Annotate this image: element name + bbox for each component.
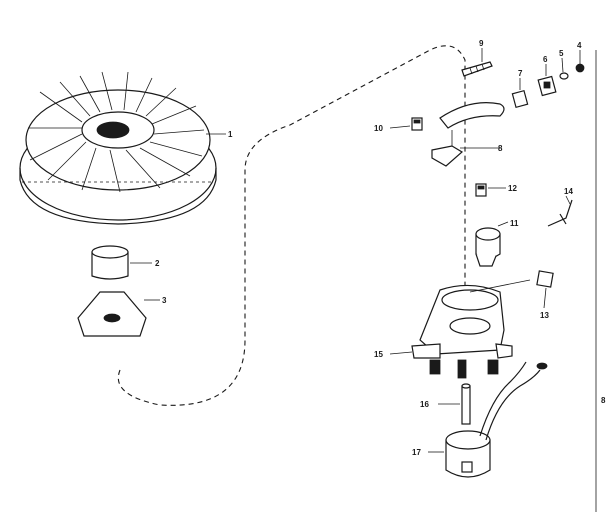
callout-3: 3 bbox=[162, 296, 167, 305]
callout-14: 14 bbox=[564, 187, 573, 196]
part-bushing[interactable]: 2 bbox=[91, 245, 160, 280]
part-housing-15[interactable]: 15 bbox=[374, 279, 531, 379]
part-washer-5[interactable]: 5 bbox=[559, 49, 569, 80]
callout-15: 15 bbox=[374, 350, 383, 359]
callout-group-8: 8 bbox=[601, 396, 606, 405]
part-screw-10[interactable]: 10 bbox=[374, 117, 423, 133]
callout-12: 12 bbox=[508, 184, 517, 193]
part-spring-14[interactable]: 14 bbox=[547, 187, 573, 227]
callout-13: 13 bbox=[540, 311, 549, 320]
callout-1: 1 bbox=[228, 130, 233, 139]
callout-4: 4 bbox=[577, 41, 582, 50]
callout-6: 6 bbox=[543, 55, 548, 64]
callout-5: 5 bbox=[559, 49, 564, 58]
callout-16: 16 bbox=[420, 400, 429, 409]
part-coil-17[interactable]: 17 bbox=[412, 361, 548, 478]
part-clip-7[interactable]: 7 bbox=[511, 69, 529, 109]
part-cover-13[interactable]: 13 bbox=[536, 270, 554, 320]
part-block-6[interactable]: 6 bbox=[537, 55, 557, 97]
callout-17: 17 bbox=[412, 448, 421, 457]
part-condenser-11[interactable]: 11 bbox=[475, 219, 519, 267]
part-screw-9[interactable]: 9 bbox=[461, 39, 493, 77]
group-bracket: 8 bbox=[595, 50, 606, 512]
callout-11: 11 bbox=[510, 219, 519, 228]
part-pin-16[interactable]: 16 bbox=[420, 383, 471, 425]
callout-2: 2 bbox=[155, 259, 160, 268]
part-breaker-bracket-8[interactable]: 8 bbox=[431, 102, 505, 167]
callout-10: 10 bbox=[374, 124, 383, 133]
part-nut-4[interactable]: 4 bbox=[575, 41, 585, 73]
callout-8: 8 bbox=[498, 144, 503, 153]
callout-9: 9 bbox=[479, 39, 484, 48]
part-plate[interactable]: 3 bbox=[77, 291, 167, 337]
part-screw-12[interactable]: 12 bbox=[475, 183, 517, 197]
part-flywheel[interactable]: 1 bbox=[19, 71, 233, 225]
callout-7: 7 bbox=[518, 69, 523, 78]
